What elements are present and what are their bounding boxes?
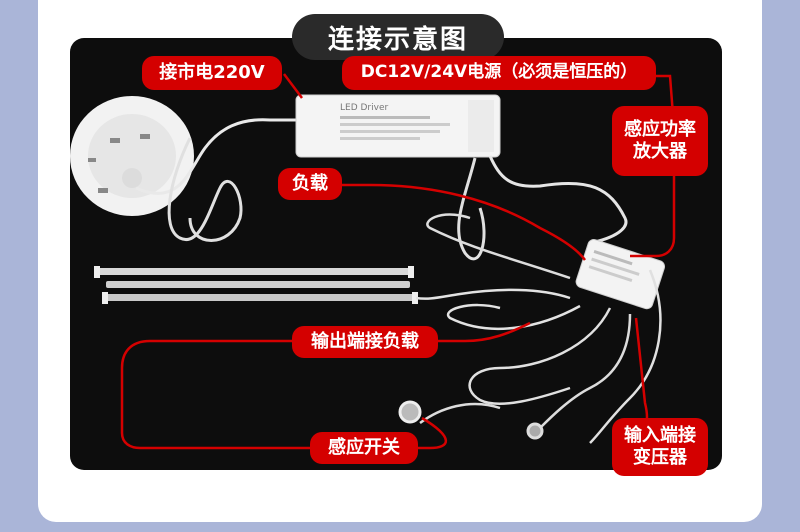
label-input-line2: 变压器	[633, 447, 687, 468]
diagram-photo: LED Driver	[70, 38, 722, 470]
label-output-load: 输出端接负载	[292, 326, 438, 358]
label-amplifier: 感应功率 放大器	[612, 106, 708, 176]
label-amplifier-line2: 放大器	[633, 141, 687, 162]
label-load: 负载	[278, 168, 342, 200]
label-input-transformer: 输入端接 变压器	[612, 418, 708, 476]
led-light-bars-graphic	[94, 266, 418, 304]
label-amplifier-line1: 感应功率	[624, 118, 696, 140]
label-power-supply: DC12V/24V电源（必须是恒压的）	[342, 56, 656, 90]
page-title: 连接示意图	[292, 14, 504, 60]
diagram-artwork: LED Driver	[70, 73, 676, 450]
label-input-line1: 输入端接	[624, 424, 696, 446]
driver-name-text: LED Driver	[340, 103, 388, 113]
led-driver-graphic: LED Driver	[295, 94, 501, 158]
sensor-switch-graphic	[398, 400, 422, 424]
label-sensor-switch: 感应开关	[310, 432, 418, 464]
label-mains: 接市电220V	[142, 56, 282, 90]
